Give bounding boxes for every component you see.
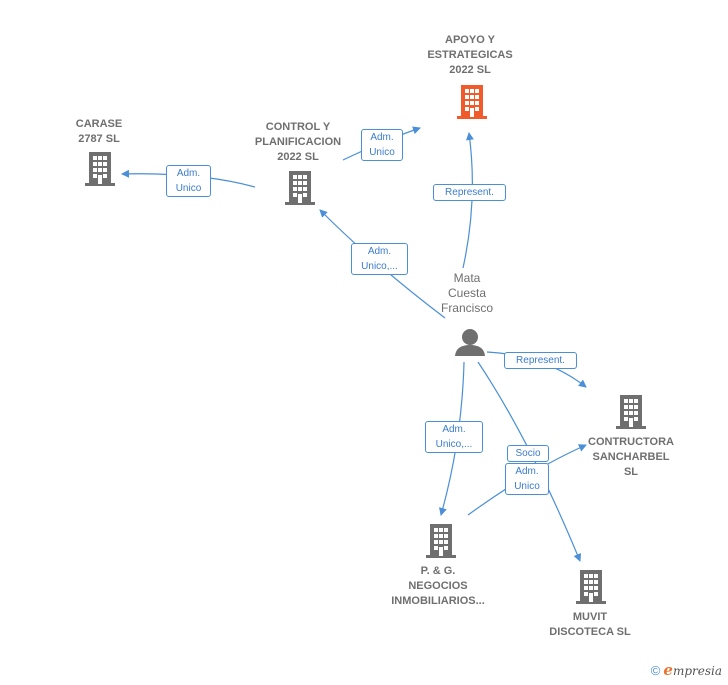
relation-label-person-contructora: Represent.	[504, 352, 577, 369]
brand-logo: empresia	[663, 661, 722, 679]
node-label-carase[interactable]: CARASE 2787 SL	[75, 118, 123, 145]
relation-label-person-control: Adm. Unico,...	[351, 243, 408, 275]
relation-label-person-pg: Adm. Unico,...	[425, 421, 483, 453]
building-icon	[85, 152, 115, 186]
relation-label-control-apoyo: Adm. Unico	[361, 129, 403, 161]
building-icon	[426, 524, 456, 558]
building-icon	[616, 395, 646, 429]
node-label-apoyo[interactable]: APOYO Y ESTRATEGICAS 2022 SL	[427, 34, 513, 76]
node-label-muvit[interactable]: MUVIT DISCOTECA SL	[549, 611, 631, 638]
person-icon	[455, 329, 485, 356]
empresia-watermark: ©empresia	[651, 661, 722, 679]
copyright-icon: ©	[650, 663, 661, 678]
node-label-pg[interactable]: P. & G. NEGOCIOS INMOBILIARIOS...	[391, 565, 485, 607]
node-label-person[interactable]: Mata Cuesta Francisco	[440, 271, 493, 315]
relation-label-person-apoyo: Represent.	[433, 184, 506, 201]
relation-label-socio: Socio	[507, 445, 549, 462]
building-icon	[576, 570, 606, 604]
node-label-contructora[interactable]: CONTRUCTORA SANCHARBEL SL	[588, 436, 674, 478]
node-label-control[interactable]: CONTROL Y PLANIFICACION 2022 SL	[254, 121, 342, 163]
building-icon	[457, 85, 487, 119]
building-icon	[285, 171, 315, 205]
relation-label-pg-contructora: Adm. Unico	[505, 463, 549, 495]
relation-label-control-carase: Adm. Unico	[166, 165, 211, 197]
